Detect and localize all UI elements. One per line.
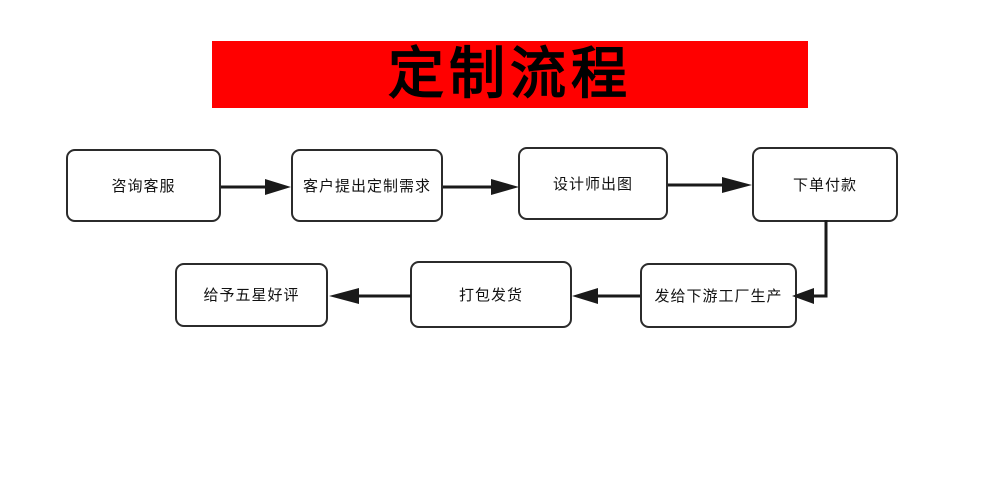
flow-node-label: 给予五星好评 — [203, 286, 300, 304]
connector-arrow-request-to-designer — [443, 178, 521, 196]
flow-node-five-star-review: 给予五星好评 — [175, 263, 328, 327]
flow-node-label: 设计师出图 — [552, 174, 633, 193]
connector-arrow-designer-to-order — [668, 176, 754, 194]
flow-node-pack-ship: 打包发货 — [410, 261, 572, 328]
flow-node-label: 客户提出定制需求 — [302, 176, 431, 195]
flow-node-order-payment: 下单付款 — [752, 147, 898, 222]
flow-node-label: 下单付款 — [792, 175, 857, 194]
flow-node-factory-production: 发给下游工厂生产 — [640, 263, 797, 328]
flow-node-consult-service: 咨询客服 — [66, 149, 221, 222]
flow-node-label: 咨询客服 — [111, 176, 176, 195]
connector-arrow-factory-to-pack — [570, 287, 642, 305]
flow-node-label: 打包发货 — [458, 285, 523, 304]
flow-node-designer-drawing: 设计师出图 — [518, 147, 668, 220]
flow-node-label: 发给下游工厂生产 — [654, 286, 783, 305]
connector-arrow-consult-to-request — [221, 178, 293, 196]
connector-arrow-pack-to-review — [327, 287, 413, 305]
flow-node-customer-request: 客户提出定制需求 — [291, 149, 443, 222]
page-title: 定制流程 — [388, 40, 632, 107]
title-banner: 定制流程 — [212, 41, 808, 108]
connector-arrow-order-to-factory — [790, 220, 840, 306]
